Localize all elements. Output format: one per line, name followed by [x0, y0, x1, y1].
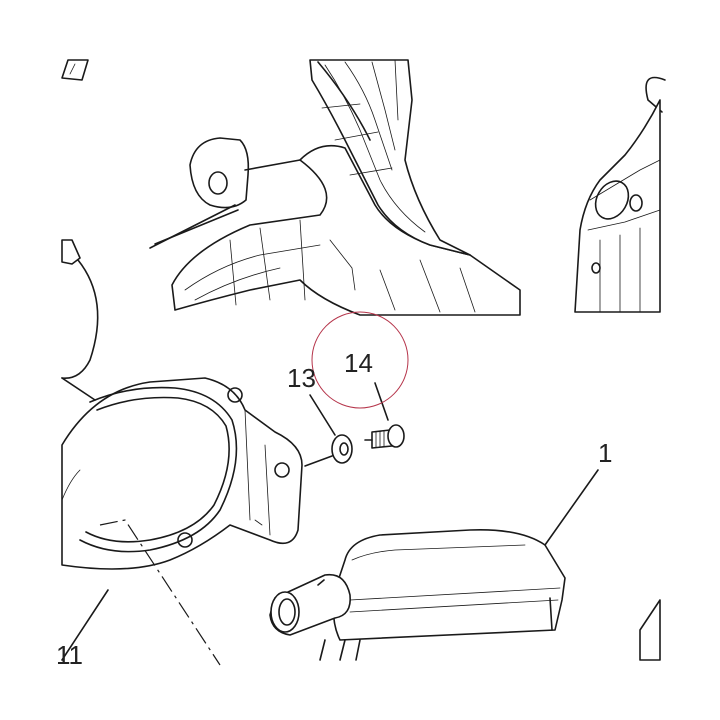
callout-1: 1 [598, 438, 612, 468]
callout-labels: 14 13 1 11 [56, 311, 612, 670]
highlight-circle [311, 311, 409, 409]
part-1-housing [269, 469, 661, 661]
callout-11: 11 [56, 640, 83, 670]
frame-assembly [61, 59, 666, 316]
part-11-mounting-ring [61, 377, 303, 666]
part-14-screw [364, 382, 405, 449]
hose-fragment [61, 239, 99, 401]
part-13-washer [304, 394, 353, 467]
callout-13: 13 [287, 363, 316, 393]
callout-14: 14 [344, 348, 373, 378]
